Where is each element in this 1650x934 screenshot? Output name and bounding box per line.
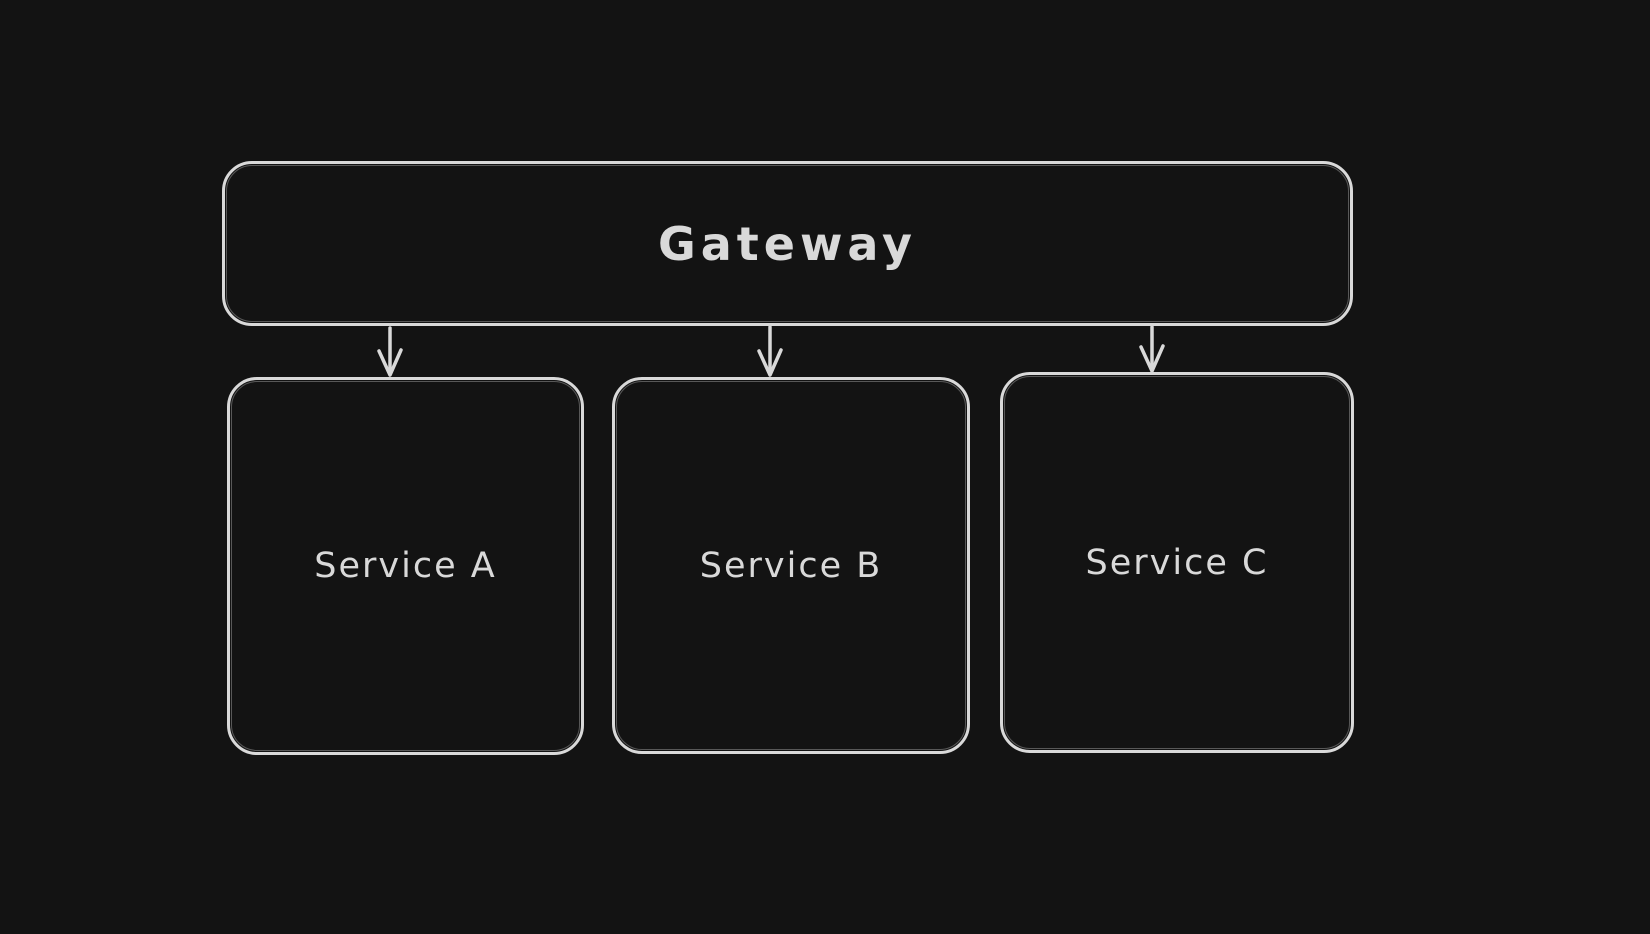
- node-service-a-label: Service A: [314, 546, 497, 586]
- edge-gateway-to-service-c-arrow[interactable]: [1139, 325, 1165, 373]
- node-service-b[interactable]: Service B: [612, 377, 970, 754]
- edge-gateway-to-service-b-arrow[interactable]: [757, 325, 783, 377]
- node-service-c[interactable]: Service C: [1000, 372, 1354, 753]
- node-gateway[interactable]: Gateway: [222, 161, 1353, 326]
- node-gateway-label: Gateway: [657, 216, 918, 271]
- node-service-a[interactable]: Service A: [227, 377, 584, 755]
- edge-gateway-to-service-a-arrow[interactable]: [377, 326, 403, 377]
- node-service-c-label: Service C: [1085, 542, 1269, 583]
- node-service-b-label: Service B: [699, 545, 883, 586]
